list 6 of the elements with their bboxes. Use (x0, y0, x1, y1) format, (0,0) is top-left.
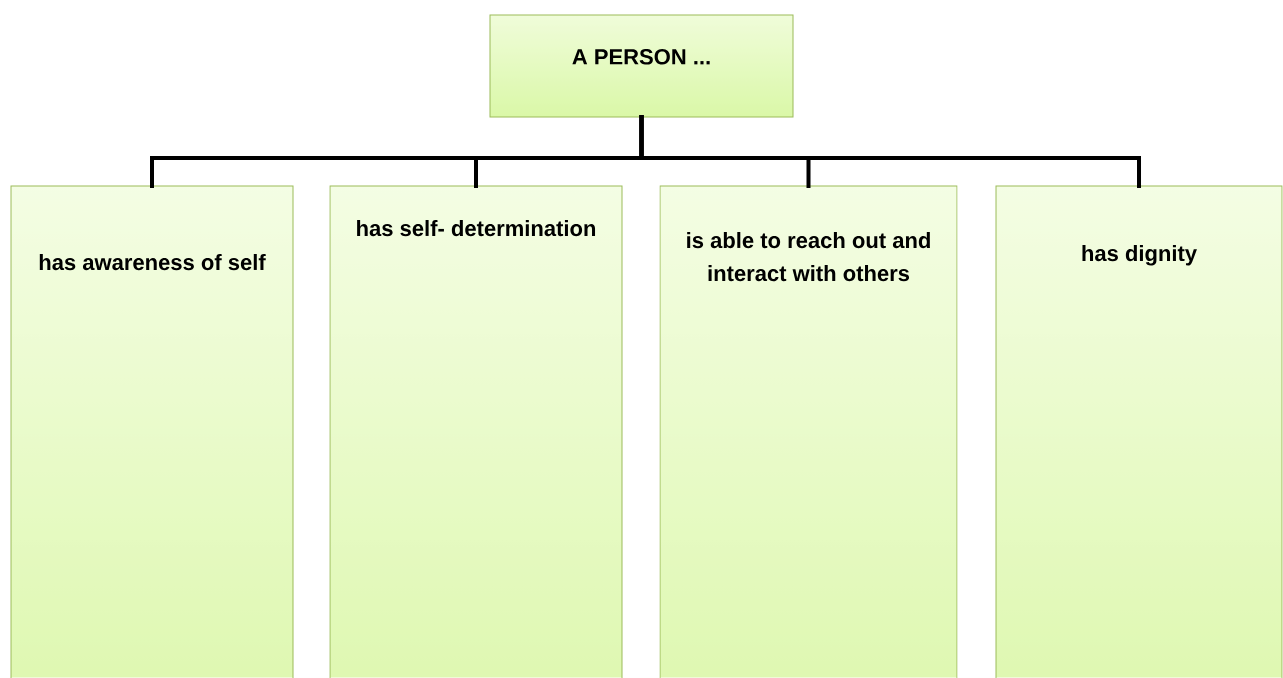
title-box: A PERSON ... (489, 14, 794, 118)
category-box: has awareness of self (10, 185, 294, 678)
category-box: has dignity (995, 185, 1283, 678)
connector (639, 115, 1141, 188)
category-box: has self- determination (329, 185, 623, 678)
category-box: is able to reach out and interact with others (659, 185, 958, 678)
